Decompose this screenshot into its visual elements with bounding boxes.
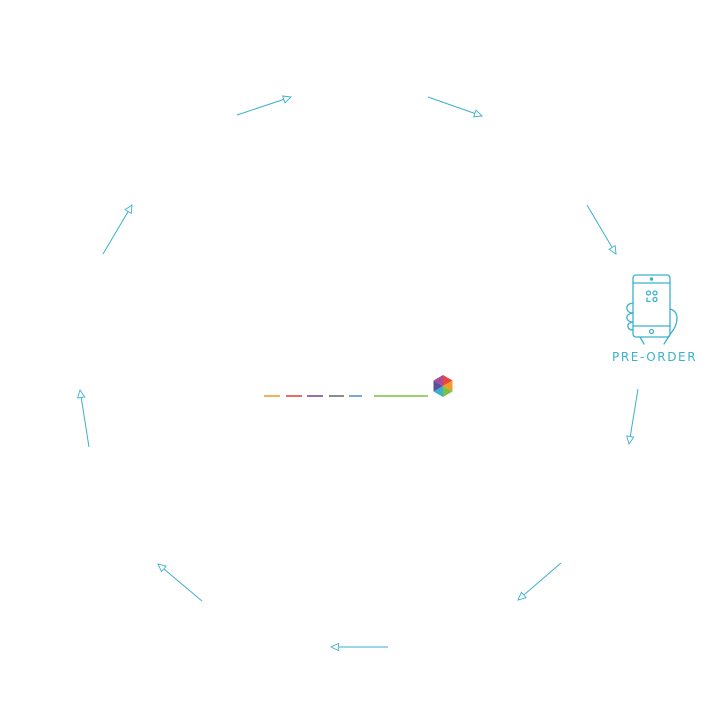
brand-logo — [264, 375, 453, 397]
hand-holding-phone-icon — [626, 274, 678, 345]
arrow-top-right — [427, 96, 482, 116]
arrow-upper-right — [586, 204, 616, 254]
hexagon-color-mark-icon — [433, 375, 453, 397]
node-label-pre-order: PRE-ORDER — [612, 350, 698, 364]
arrow-lower-left — [158, 564, 203, 602]
arrow-top-left — [236, 97, 291, 116]
arrow-upper-left — [102, 205, 132, 255]
cycle-arrows — [80, 96, 639, 647]
arrow-left — [80, 390, 90, 448]
arrow-right — [629, 388, 639, 444]
arrow-lower-right — [518, 562, 562, 600]
